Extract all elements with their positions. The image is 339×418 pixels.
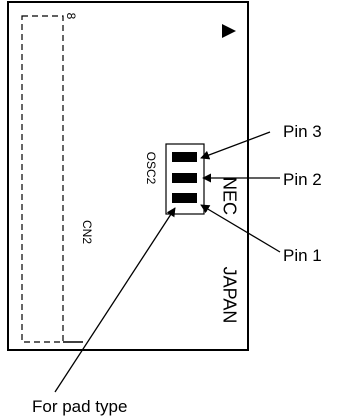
- pin3-callout: Pin 3: [283, 122, 322, 141]
- osc2-pin-3: [172, 152, 197, 162]
- pin1-leader-line: [200, 204, 281, 253]
- pin1-callout: Pin 1: [283, 246, 322, 265]
- board-outline: [7, 1, 249, 351]
- japan-text: JAPAN: [219, 267, 239, 324]
- osc2-pin-1: [172, 193, 197, 203]
- cn2-label: CN2: [80, 220, 94, 244]
- orientation-triangle-icon: [222, 24, 236, 38]
- osc2-pin-2: [172, 173, 197, 183]
- pad-type-callout: For pad type: [32, 397, 127, 416]
- nec-brand-text: NEC: [219, 177, 239, 215]
- pin1-marker-text: 8: [64, 13, 78, 20]
- pad-leader-line: [54, 207, 176, 393]
- osc2-label: OSC2: [144, 152, 158, 185]
- pin3-leader-line: [200, 131, 271, 160]
- cn2-connector-outline: [21, 15, 64, 343]
- pin2-callout: Pin 2: [283, 170, 322, 189]
